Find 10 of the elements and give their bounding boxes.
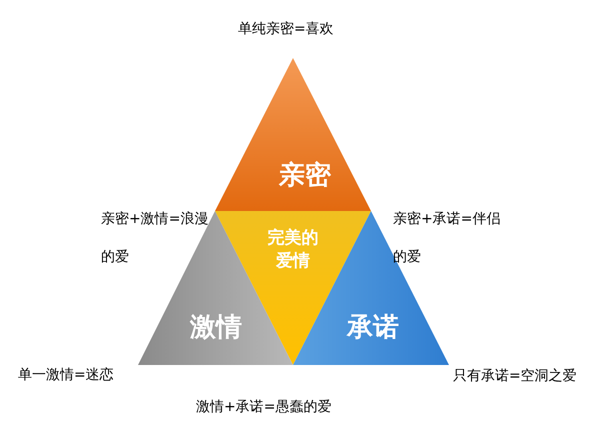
segment-label: 完美的爱情	[266, 227, 320, 272]
annotation-text: 激情+承诺=愚蠢的爱	[196, 398, 332, 417]
annotation-text: 只有承诺=空洞之爱	[453, 367, 578, 386]
segment-label: 激情	[188, 312, 243, 344]
segment-label: 亲密	[278, 160, 332, 192]
annotation-text: 单纯亲密=喜欢	[238, 20, 335, 39]
annotation-text: 亲密+承诺=伴侣的爱	[393, 210, 501, 267]
annotation-text: 单一激情=迷恋	[18, 366, 115, 385]
segment-label: 承诺	[346, 312, 400, 344]
annotation-text: 亲密+激情=浪漫的爱	[101, 210, 209, 267]
